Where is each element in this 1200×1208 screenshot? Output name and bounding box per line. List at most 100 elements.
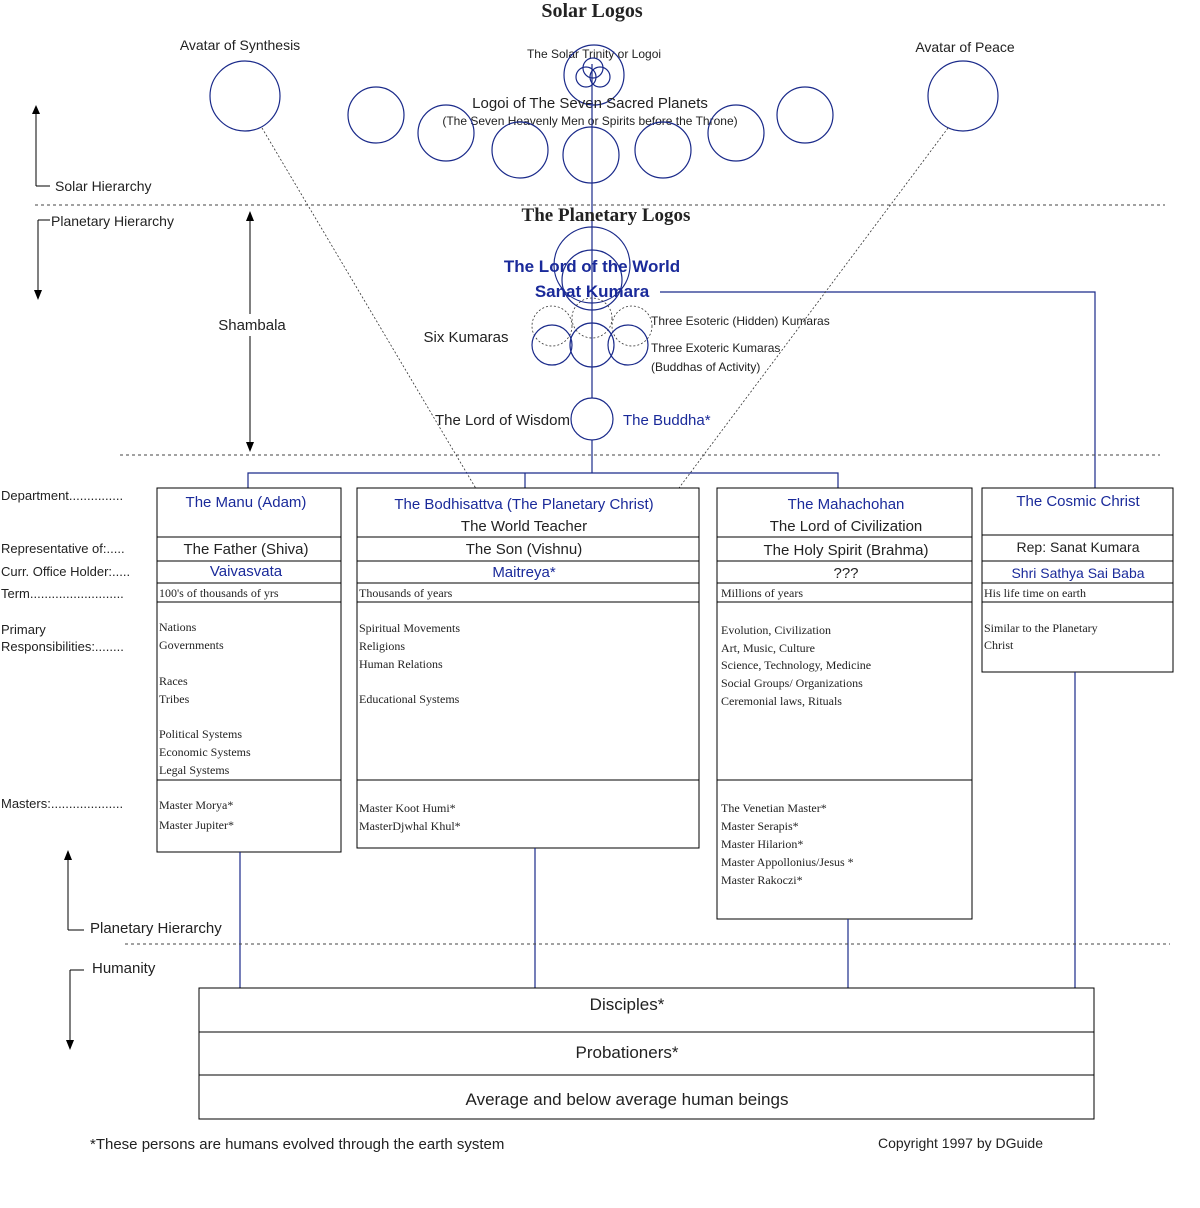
planetary-logos-circle xyxy=(553,226,631,304)
esoteric-kumara-circle-2 xyxy=(571,297,613,339)
mahachohan-master: Master Serapis* xyxy=(721,819,799,833)
planet-circle-2 xyxy=(417,104,475,162)
manu-resp-line: Tribes xyxy=(159,692,190,706)
footer-note: *These persons are humans evolved throug… xyxy=(90,1136,504,1153)
bodhisattva-master: Master Koot Humi* xyxy=(359,801,456,815)
avatar-synthesis-diagonal xyxy=(261,127,479,493)
bodhisattva-name: The Bodhisattva (The Planetary Christ) xyxy=(394,496,653,513)
planet-circle-1 xyxy=(347,86,405,144)
solar-trinity-outer-circle xyxy=(563,44,625,106)
avatar-synthesis-circle xyxy=(209,60,281,132)
row-label-office: Curr. Office Holder:..... xyxy=(1,564,130,579)
solar-hierarchy-label: Solar Hierarchy xyxy=(55,178,151,194)
bodhisattva-representative: The Son (Vishnu) xyxy=(466,541,582,558)
cosmic-christ-resp-line: Similar to the Planetary xyxy=(984,621,1098,635)
lord-of-wisdom-label: The Lord of Wisdom xyxy=(435,412,570,429)
shambala-label: Shambala xyxy=(218,317,286,334)
manu-resp-line: Legal Systems xyxy=(159,763,230,777)
manu-office-holder: Vaivasvata xyxy=(210,563,283,580)
department-mahachohan: The Mahachohan The Lord of Civilization … xyxy=(716,487,973,920)
planet-circle-3 xyxy=(491,121,549,179)
row-label-representative: Representative of:..... xyxy=(1,541,125,556)
mahachohan-master: Master Appollonius/Jesus * xyxy=(721,855,854,869)
bodhisattva-office-holder: Maitreya* xyxy=(492,564,556,581)
manu-master: Master Jupiter* xyxy=(159,818,234,832)
row-label-primary: Primary xyxy=(1,622,46,637)
solar-trinity-label: The Solar Trinity or Logoi xyxy=(527,47,661,61)
mahachohan-resp-line: Art, Music, Culture xyxy=(721,641,815,655)
buddha-label: The Buddha* xyxy=(623,412,711,429)
mahachohan-term: Millions of years xyxy=(721,586,803,600)
bodhisattva-term: Thousands of years xyxy=(359,586,453,600)
bodhisattva-resp-line: Human Relations xyxy=(359,657,443,671)
average-humans-label: Average and below average human beings xyxy=(466,1090,789,1109)
trinity-circle-2 xyxy=(589,66,611,88)
manu-master: Master Morya* xyxy=(159,798,233,812)
avatar-peace-circle xyxy=(927,60,999,132)
lord-of-world-label: The Lord of the World xyxy=(504,257,680,276)
cosmic-christ-resp-line: Christ xyxy=(984,638,1014,652)
esoteric-kumaras-label: Three Esoteric (Hidden) Kumaras xyxy=(651,314,830,328)
avatar-peace-label: Avatar of Peace xyxy=(915,39,1015,55)
exoteric-kumara-circle-2 xyxy=(569,322,615,368)
planetary-logos-title: The Planetary Logos xyxy=(522,205,691,226)
trinity-circle-3 xyxy=(582,57,604,79)
manu-resp-line: Nations xyxy=(159,620,197,634)
department-bodhisattva: The Bodhisattva (The Planetary Christ) T… xyxy=(356,487,700,849)
mahachohan-resp-line: Science, Technology, Medicine xyxy=(721,658,871,672)
row-label-department: Department............... xyxy=(1,488,123,503)
bodhisattva-master: MasterDjwhal Khul* xyxy=(359,819,461,833)
mahachohan-resp-line: Ceremonial laws, Rituals xyxy=(721,694,842,708)
manu-resp-line: Economic Systems xyxy=(159,745,251,759)
manu-resp-line: Governments xyxy=(159,638,224,652)
copyright-text: Copyright 1997 by DGuide xyxy=(878,1135,1043,1151)
bodhisattva-resp-line: Spiritual Movements xyxy=(359,621,460,635)
disciples-label: Disciples* xyxy=(590,995,665,1014)
esoteric-kumara-circle-1 xyxy=(531,305,573,347)
planetary-hierarchy-label-top: Planetary Hierarchy xyxy=(51,213,174,229)
mahachohan-resp-line: Social Groups/ Organizations xyxy=(721,676,863,690)
departments-connector xyxy=(247,472,839,488)
planetary-hierarchy-label-bottom: Planetary Hierarchy xyxy=(90,920,222,937)
exoteric-kumaras-subtitle: (Buddhas of Activity) xyxy=(651,360,760,374)
exoteric-kumaras-label: Three Exoteric Kumaras xyxy=(651,341,780,355)
exoteric-kumara-circle-1 xyxy=(531,324,573,366)
cosmic-christ-term: His life time on earth xyxy=(984,586,1086,600)
bodhisattva-resp-line: Educational Systems xyxy=(359,692,460,706)
humanity-label: Humanity xyxy=(92,960,156,977)
mahachohan-representative: The Holy Spirit (Brahma) xyxy=(763,542,928,559)
solar-logos-title: Solar Logos xyxy=(541,0,643,22)
mahachohan-master: Master Hilarion* xyxy=(721,837,803,851)
planet-circle-4 xyxy=(562,126,620,184)
planet-circle-7 xyxy=(776,86,834,144)
department-cosmic-christ: The Cosmic Christ Rep: Sanat Kumara Shri… xyxy=(981,487,1174,673)
manu-resp-line: Political Systems xyxy=(159,727,242,741)
esoteric-kumara-circle-3 xyxy=(611,305,653,347)
cosmic-christ-name: The Cosmic Christ xyxy=(1016,493,1140,510)
seven-planets-subtitle: (The Seven Heavenly Men or Spirits befor… xyxy=(442,114,737,128)
mahachohan-subtitle: The Lord of Civilization xyxy=(770,518,923,535)
manu-name: The Manu (Adam) xyxy=(186,494,307,511)
six-kumaras-label: Six Kumaras xyxy=(423,329,508,346)
row-label-masters: Masters:.................... xyxy=(1,796,123,811)
mahachohan-office-holder: ??? xyxy=(833,565,858,582)
humanity-box: Disciples* Probationers* Average and bel… xyxy=(198,987,1095,1120)
exoteric-kumara-circle-3 xyxy=(607,324,649,366)
planet-circle-6 xyxy=(707,104,765,162)
seven-planets-label: Logoi of The Seven Sacred Planets xyxy=(472,95,708,112)
avatar-peace-diagonal xyxy=(675,127,949,493)
row-label-term: Term.......................... xyxy=(1,586,124,601)
manu-representative: The Father (Shiva) xyxy=(183,541,308,558)
probationers-label: Probationers* xyxy=(575,1043,678,1062)
lord-of-world-circle xyxy=(561,249,623,311)
bodhisattva-subtitle: The World Teacher xyxy=(461,518,587,535)
planet-circle-5 xyxy=(634,121,692,179)
bodhisattva-resp-line: Religions xyxy=(359,639,405,653)
mahachohan-master: Master Rakoczi* xyxy=(721,873,803,887)
row-label-responsibilities: Responsibilities:........ xyxy=(1,639,124,654)
cosmic-christ-office-holder: Shri Sathya Sai Baba xyxy=(1011,565,1144,581)
solar-hierarchy-arrowhead xyxy=(32,105,40,114)
cosmic-christ-representative: Rep: Sanat Kumara xyxy=(1017,539,1140,555)
mahachohan-resp-line: Evolution, Civilization xyxy=(721,623,831,637)
